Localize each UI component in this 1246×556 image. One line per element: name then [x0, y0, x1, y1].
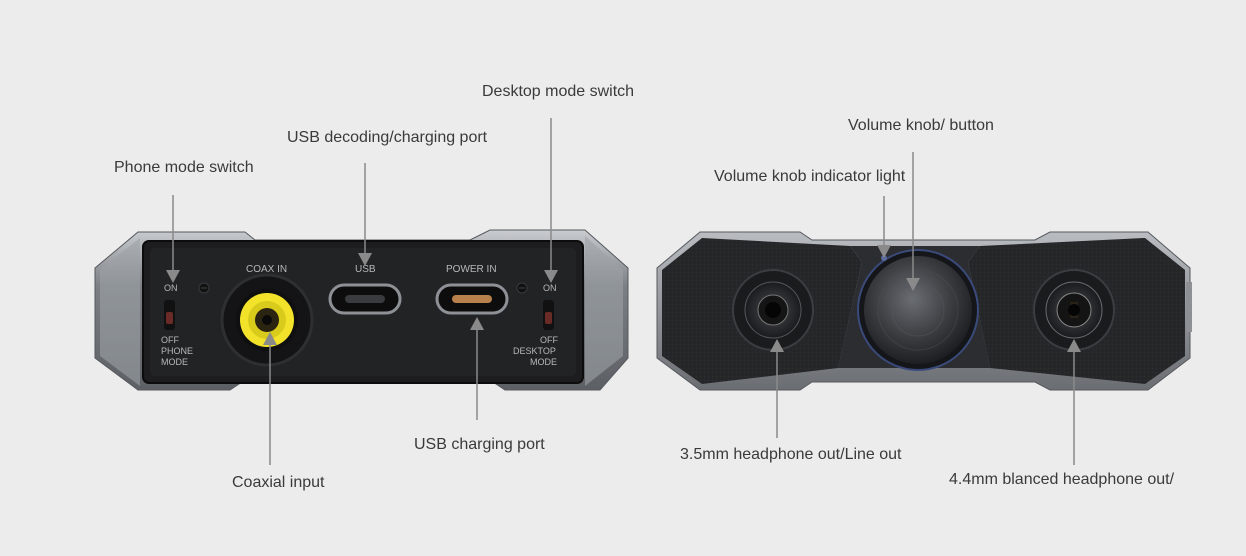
- volume-knob: [857, 249, 979, 371]
- callout-usb-decoding-port: USB decoding/charging port: [287, 129, 488, 146]
- headphone-3-5mm-jack: [732, 269, 814, 351]
- phone-mode-switch: [164, 300, 175, 330]
- callout-volume-indicator-light: Volume knob indicator light: [714, 168, 906, 185]
- usb-decoding-port: [328, 283, 402, 315]
- right-device: [656, 231, 1192, 391]
- phone-off-label: OFF: [161, 335, 179, 345]
- phone-mode-label-1: PHONE: [161, 346, 193, 356]
- arrowhead-icon: [263, 332, 277, 345]
- arrowhead-icon: [470, 317, 484, 330]
- arrowhead-icon: [166, 270, 180, 283]
- callout-4-4mm-headphone: 4.4mm blanced headphone out/: [949, 471, 1175, 488]
- left-device: ON OFF PHONE MODE COAX IN USB: [94, 229, 629, 391]
- desktop-mode-label-1: DESKTOP: [513, 346, 556, 356]
- desktop-mode-switch: [543, 300, 554, 330]
- callout-desktop-mode-switch: Desktop mode switch: [482, 83, 635, 100]
- phone-mode-label-2: MODE: [161, 357, 188, 367]
- callout-volume-knob: Volume knob/ button: [848, 117, 994, 134]
- screw-icon: [198, 282, 210, 294]
- arrowhead-icon: [544, 270, 558, 283]
- desktop-on-label: ON: [543, 283, 557, 293]
- callout-usb-charging-port: USB charging port: [414, 436, 545, 453]
- callout-3-5mm-headphone: 3.5mm headphone out/Line out: [680, 446, 902, 463]
- usb-label: USB: [355, 264, 376, 275]
- coax-in-label: COAX IN: [246, 264, 287, 275]
- coax-input-jack: [220, 273, 314, 367]
- arrowhead-icon: [770, 339, 784, 352]
- arrowhead-icon: [906, 278, 920, 291]
- usb-charging-port: [435, 283, 509, 315]
- phone-on-label: ON: [164, 283, 178, 293]
- callout-phone-mode-switch: Phone mode switch: [114, 159, 254, 176]
- power-in-label: POWER IN: [446, 264, 497, 275]
- headphone-4-4mm-jack: [1033, 269, 1115, 351]
- arrowhead-icon: [877, 245, 891, 258]
- desktop-off-label: OFF: [540, 335, 558, 345]
- arrowhead-icon: [1067, 339, 1081, 352]
- screw-icon: [516, 282, 528, 294]
- desktop-mode-label-2: MODE: [530, 357, 557, 367]
- callout-coaxial-input: Coaxial input: [232, 474, 325, 491]
- arrowhead-icon: [358, 253, 372, 266]
- leader-lines: [166, 118, 1081, 465]
